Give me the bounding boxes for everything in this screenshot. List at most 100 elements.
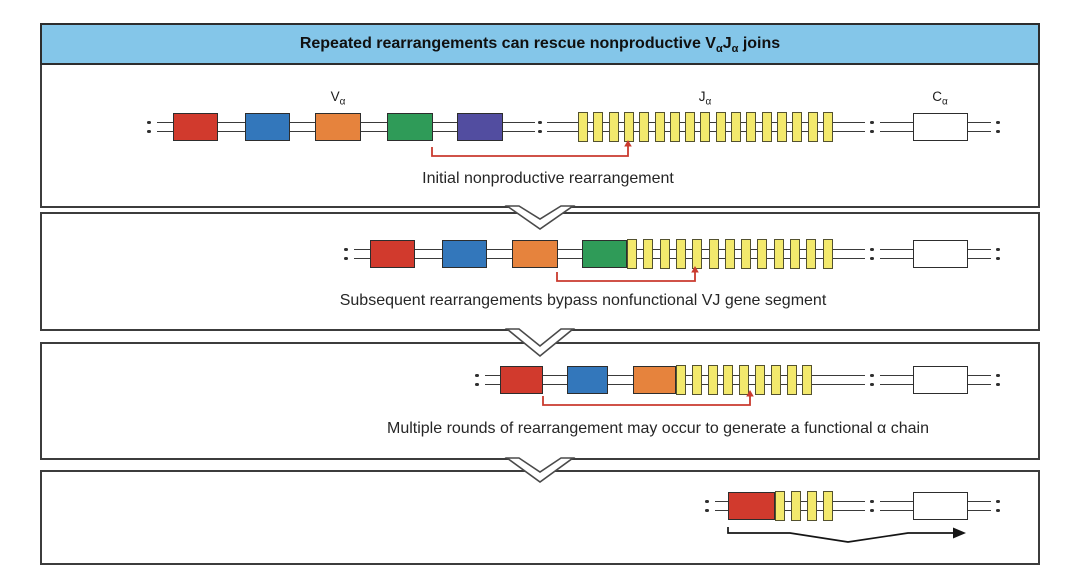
chromosome-break-dots [996,383,1000,387]
v-segment-box-red [370,240,415,268]
chromosome-break-dots [870,120,874,124]
v-segment-box-red [728,492,775,520]
panel-first-rearrangement [40,212,1040,331]
figure-title-bar: Repeated rearrangements can rescue nonpr… [40,23,1040,65]
c-segment-box [913,240,968,268]
chromosome-break-dots [870,257,874,261]
j-segment-box [643,239,654,269]
chromosome-break-dots [538,120,542,124]
chromosome-break-dots [705,509,709,513]
j-segment-box [792,112,803,142]
chromosome-break-dots [475,383,479,387]
v-segment-box-orange [633,366,676,394]
j-segment-box [700,112,711,142]
panel-second-rearrangement [40,342,1040,460]
j-segment-box [822,112,833,142]
title-subscript-alpha-2: α [731,43,739,56]
c-segment-box [913,366,968,394]
chromosome-break-dots [996,130,1000,134]
j-segment-box [608,112,619,142]
chromosome-break-dots [996,373,1000,377]
panel-functional-rearrangement [40,470,1040,565]
j-segment-box [593,112,604,142]
panel-caption: Initial nonproductive rearrangement [422,170,674,187]
v-segment-box-orange [315,113,361,141]
segment-label-c-alpha: Cα [932,89,948,108]
chromosome-break-dots [996,247,1000,251]
j-segment-box [757,239,768,269]
j-segment-box [715,112,726,142]
j-segment-box [708,239,719,269]
j-segment-box [822,239,833,269]
segment-label-j-alpha: Jα [698,89,712,108]
segment-label-v-alpha: Vα [330,89,346,108]
chromosome-break-dots [538,130,542,134]
j-segment-box [685,112,696,142]
j-segment-box [654,112,665,142]
j-segment-box [627,239,637,269]
j-segment-box [723,365,734,395]
c-segment-box [913,113,968,141]
panel-caption: Subsequent rearrangements bypass nonfunc… [339,292,827,309]
v-segment-box-purple [457,113,503,141]
figure-title: Repeated rearrangements can rescue nonpr… [299,35,781,56]
j-segment-box [676,365,686,395]
dna-line [715,501,865,511]
j-segment-box [724,239,735,269]
v-segment-box-blue [245,113,290,141]
j-segment-box [669,112,680,142]
j-segment-box [806,239,817,269]
chromosome-break-dots [147,120,151,124]
chromosome-break-dots [996,120,1000,124]
c-segment-box [913,492,968,520]
j-segment-box [659,239,670,269]
j-segment-box [807,491,817,521]
j-segment-box [761,112,772,142]
j-segment-box [791,491,801,521]
j-segment-box [746,112,757,142]
j-segment-box [623,112,634,142]
chromosome-break-dots [870,247,874,251]
j-segment-box [770,365,781,395]
j-segment-box [639,112,650,142]
panel-caption: Multiple rounds of rearrangement may occ… [387,420,929,437]
v-segment-box-red [500,366,543,394]
chromosome-break-dots [475,373,479,377]
chromosome-break-dots [870,130,874,134]
v-segment-box-blue [442,240,487,268]
chromosome-break-dots [870,383,874,387]
j-segment-box [691,365,702,395]
j-segment-box [739,365,750,395]
j-segment-box [773,239,784,269]
chromosome-break-dots [344,247,348,251]
chromosome-break-dots [870,373,874,377]
j-segment-box [707,365,718,395]
j-segment-box [807,112,818,142]
chromosome-break-dots [147,130,151,134]
chromosome-break-dots [705,499,709,503]
j-segment-box [755,365,765,395]
j-segment-box [802,365,813,395]
v-segment-box-blue [567,366,608,394]
chromosome-break-dots [996,509,1000,513]
j-segment-box [776,112,787,142]
j-segment-box [675,239,686,269]
chromosome-break-dots [996,257,1000,261]
v-segment-box-orange [512,240,558,268]
j-segment-box [823,491,833,521]
j-segment-box [786,365,797,395]
j-segment-box [741,239,752,269]
title-subscript-alpha-1: α [715,43,723,56]
j-segment-box [692,239,703,269]
v-segment-box-green [582,240,627,268]
j-segment-box [731,112,741,142]
chromosome-break-dots [870,509,874,513]
chromosome-break-dots [996,499,1000,503]
j-segment-box [578,112,588,142]
j-segment-box [775,491,785,521]
chromosome-break-dots [870,499,874,503]
chromosome-break-dots [344,257,348,261]
v-segment-box-green [387,113,433,141]
j-segment-box [790,239,800,269]
